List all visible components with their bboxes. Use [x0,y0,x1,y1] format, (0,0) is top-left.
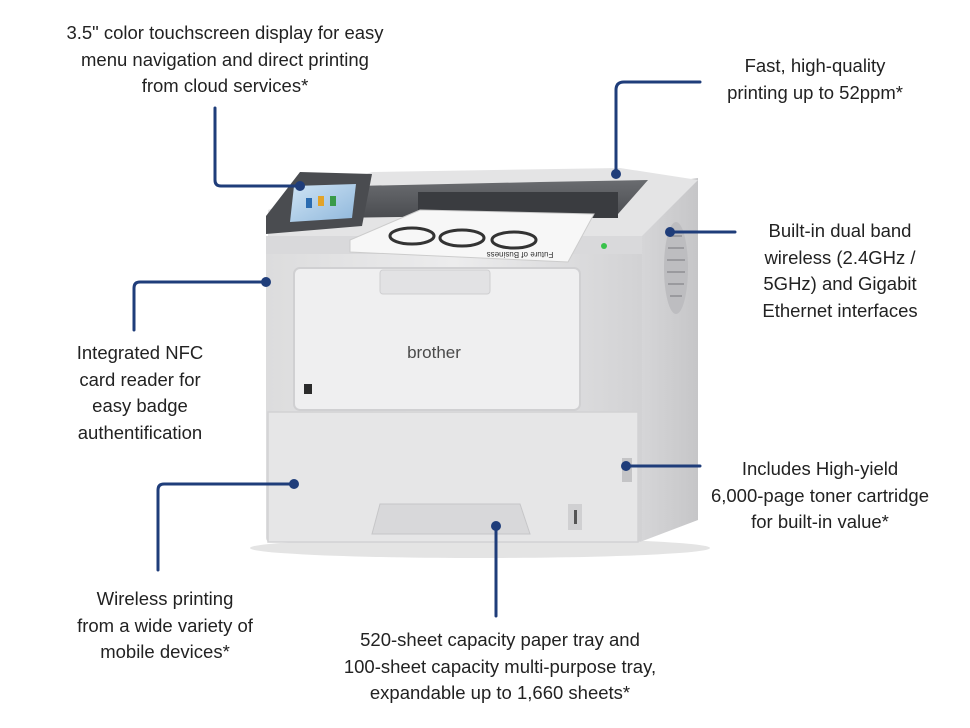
callout-lines [132,80,737,618]
front-door [293,267,581,411]
door-handle [379,269,491,295]
screen-app-icon [330,196,336,206]
callout-line-nfc [132,280,268,332]
callout-toner: Includes High-yield 6,000-page toner car… [710,458,930,532]
printed-paper [349,209,595,263]
nfc-badge-mark [304,384,312,394]
paper-text: Future of Business [487,250,554,259]
brand-logo: brother [407,343,461,362]
callout-dot-tray [491,521,501,531]
callout-dot-touchscreen [295,181,305,191]
callout-line-speed [614,80,702,176]
callout-nfc: Integrated NFC card reader for easy badg… [76,342,204,443]
callout-dot-speed [611,169,621,179]
callout-dot-toner [621,461,631,471]
callout-line-mobile [156,482,296,572]
callout-dot-mobile [289,479,299,489]
tray-handle [371,503,531,535]
callout-touchscreen: 3.5" color touchscreen display for easy … [66,22,384,96]
callout-dots [261,169,675,531]
status-led [601,243,607,249]
screen-app-icon [306,198,312,208]
paper-graphic-circle [388,226,436,246]
callout-speed: Fast, high-quality printing up to 52ppm* [727,55,903,103]
callout-wireless: Built-in dual band wireless (2.4GHz / 5G… [762,220,918,321]
paper-level-mark [574,510,577,524]
callout-tray: 520-sheet capacity paper tray and 100-sh… [343,629,657,703]
screen-app-icon [318,196,324,206]
callout-line-touchscreen [213,106,302,188]
paper-graphic-circle [490,230,538,250]
callout-mobile: Wireless printing from a wide variety of… [77,588,253,662]
callout-dot-nfc [261,277,271,287]
callout-dot-wireless [665,227,675,237]
paper-graphic-circle [438,228,486,248]
printer-shadow [250,538,710,558]
